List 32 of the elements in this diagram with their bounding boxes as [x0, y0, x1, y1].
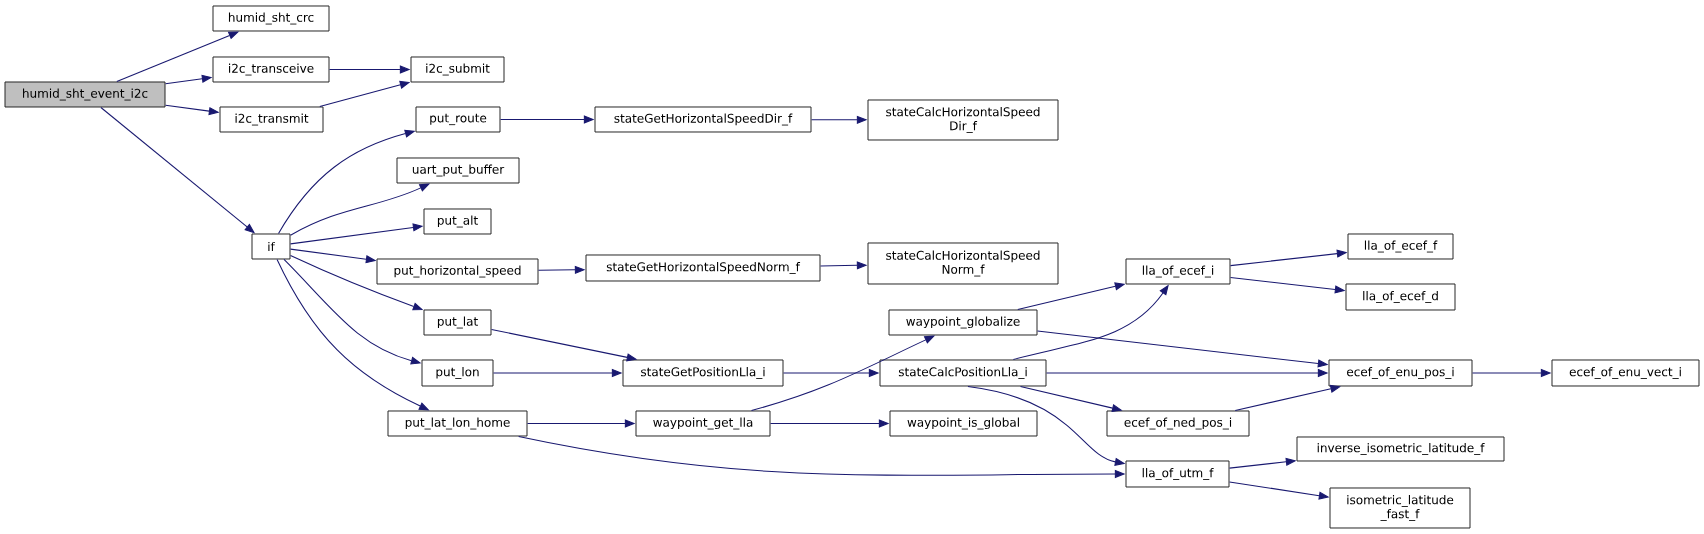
function-box: waypoint_is_global	[889, 410, 1038, 437]
function-box: i2c_transceive	[212, 56, 330, 83]
function-box: waypoint_get_lla	[635, 410, 771, 437]
function-box: isometric_latitude _fast_f	[1329, 487, 1471, 529]
function-box: uart_put_buffer	[396, 157, 520, 184]
function-box: put_alt	[423, 208, 492, 235]
function-box: stateGetHorizontalSpeedNorm_f	[585, 254, 821, 282]
function-box: i2c_transmit	[219, 106, 324, 133]
function-box: lla_of_ecef_i	[1125, 258, 1231, 285]
function-box: put_horizontal_speed	[376, 258, 539, 285]
function-box: put_lat_lon_home	[387, 410, 528, 437]
function-box: ecef_of_enu_vect_i	[1551, 359, 1700, 387]
function-box: humid_sht_event_i2c	[4, 81, 166, 108]
function-box: put_lat	[423, 309, 492, 336]
function-box: lla_of_ecef_f	[1347, 233, 1454, 260]
function-box: stateCalcHorizontalSpeed Dir_f	[867, 99, 1059, 141]
function-box: stateCalcPositionLla_i	[879, 359, 1047, 387]
function-box: ecef_of_ned_pos_i	[1106, 410, 1250, 437]
function-box: ecef_of_enu_pos_i	[1328, 359, 1473, 387]
function-box: i2c_submit	[410, 56, 505, 83]
function-box: humid_sht_crc	[212, 5, 330, 32]
function-box: put_lon	[421, 359, 494, 387]
function-box: lla_of_utm_f	[1125, 460, 1230, 488]
function-box: waypoint_globalize	[888, 309, 1038, 336]
function-box: stateGetPositionLla_i	[622, 359, 784, 387]
function-box: inverse_isometric_latitude_f	[1296, 436, 1505, 462]
arrow	[1234, 384, 1341, 412]
function-box: stateGetHorizontalSpeedDir_f	[594, 106, 812, 133]
function-box: lla_of_ecef_d	[1345, 283, 1456, 311]
function-box: stateCalcHorizontalSpeed Norm_f	[867, 242, 1059, 285]
function-box: put_route	[415, 106, 501, 133]
function-box: if	[251, 233, 291, 260]
